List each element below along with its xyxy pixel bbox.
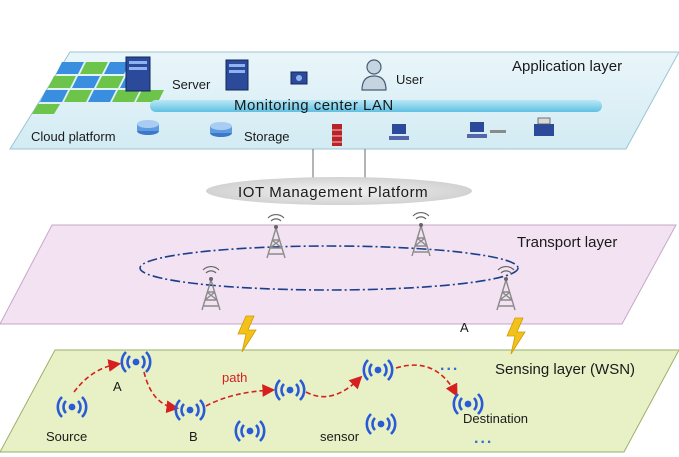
sensor-label: sensor [320,429,360,444]
storage-icon [210,122,232,137]
transport-ring [139,245,519,291]
server-label: Server [172,77,211,92]
sensing-layer-plane [0,349,679,453]
storage-label: Storage [244,129,290,144]
lan-bar [150,100,602,112]
cloud-platform-icon [32,62,164,114]
source-label: Source [46,429,87,444]
transport-layer-plane [0,224,677,325]
user-icon [361,59,387,91]
computer-icon-2 [467,122,506,138]
path-arrow-2 [143,371,180,414]
sensing-node-a-label: A [113,379,122,394]
computer-icon [389,124,409,140]
application-layer-label: Application layer [512,58,622,75]
path-arrow-5 [395,364,458,397]
user-label: User [396,72,424,87]
iot-platform-label: IOT Management Platform [238,184,428,201]
path-arrow-4 [305,375,363,398]
transport-node-a-label: A [460,320,469,335]
cloud-platform-label: Cloud platform [31,129,116,144]
server-icon-2 [225,59,249,91]
printer-icon [534,117,554,136]
transport-layer-label: Transport layer [517,234,617,251]
device-icon [290,71,308,85]
lightning-icon [237,315,257,353]
path-arrow [73,359,122,393]
ellipsis-dots-2: ... [474,430,493,447]
ellipsis-dots: ... [440,357,459,374]
firewall-icon [332,124,342,146]
lan-label: Monitoring center LAN [234,97,394,114]
iot-platform-ellipse [206,177,472,205]
server-icon [125,56,151,92]
path-label: path [222,370,247,385]
sensing-node-b-label: B [189,429,198,444]
sensing-layer-label: Sensing layer (WSN) [495,361,635,378]
lightning-icon-2 [506,317,526,355]
database-icon [137,120,159,135]
destination-label: Destination [463,411,528,426]
